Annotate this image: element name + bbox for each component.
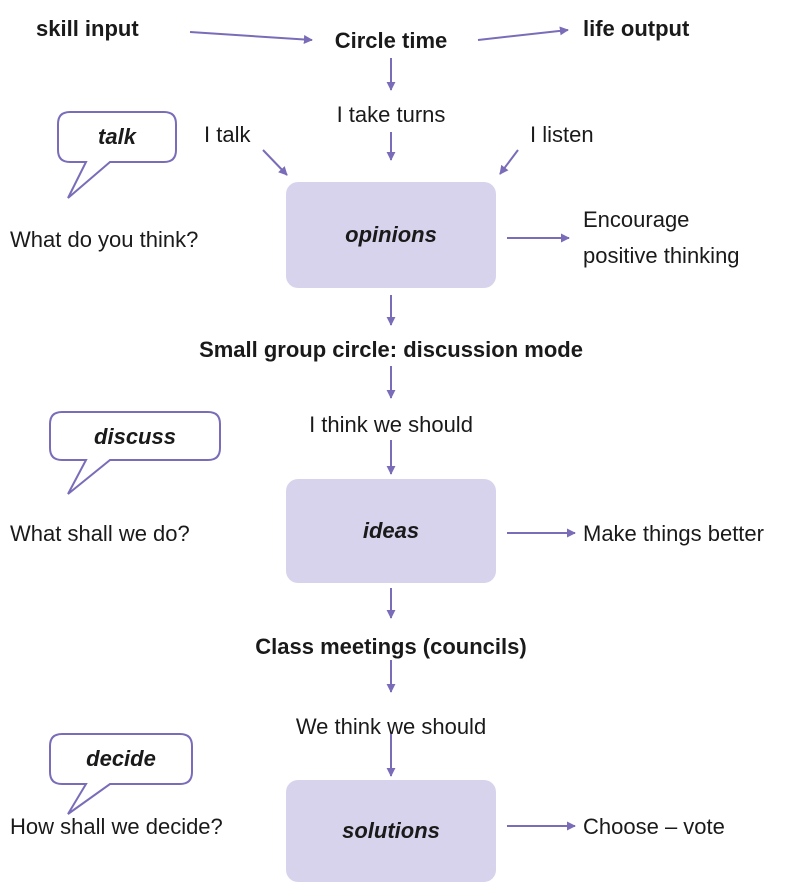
i-talk-label: I talk <box>204 122 251 147</box>
arrow-listen-down <box>499 149 519 175</box>
prompt-2: I think we should <box>309 412 473 437</box>
skill-input-label: skill input <box>36 16 139 41</box>
bubble-decide-text: decide <box>86 746 156 771</box>
outcome-2: Make things better <box>583 521 764 546</box>
circle-time-label: Circle time <box>334 28 448 53</box>
bubble-talk-text: talk <box>98 124 136 149</box>
outcome-1-line2: positive thinking <box>583 243 740 268</box>
arrow-circle-to-life <box>477 26 569 41</box>
ideas-box-label: ideas <box>362 518 420 543</box>
speech-bubble-talk <box>57 111 177 199</box>
outcome-3: Choose – vote <box>583 814 725 839</box>
arrow-skill-to-circle <box>189 31 313 44</box>
question-2: What shall we do? <box>10 521 190 546</box>
outcome-1-line1: Encourage <box>583 207 690 232</box>
question-3: How shall we decide? <box>10 814 223 839</box>
life-output-label: life output <box>583 16 690 41</box>
speech-bubble-discuss <box>49 411 221 495</box>
mode-2-heading: Small group circle: discussion mode <box>199 337 583 362</box>
speech-bubble-decide <box>49 733 193 815</box>
take-turns-label: I take turns <box>336 102 446 127</box>
bubble-discuss-text: discuss <box>94 424 176 449</box>
question-1: What do you think? <box>10 227 199 252</box>
arrow-talk-down <box>262 149 288 176</box>
ideas-box: ideas <box>286 479 496 583</box>
opinions-box-label: opinions <box>345 222 437 247</box>
solutions-box-label: solutions <box>342 818 440 843</box>
mode-3-heading: Class meetings (councils) <box>255 634 527 659</box>
i-listen-label: I listen <box>530 122 594 147</box>
prompt-3: We think we should <box>295 714 487 739</box>
solutions-box: solutions <box>286 780 496 882</box>
opinions-box: opinions <box>286 182 496 288</box>
